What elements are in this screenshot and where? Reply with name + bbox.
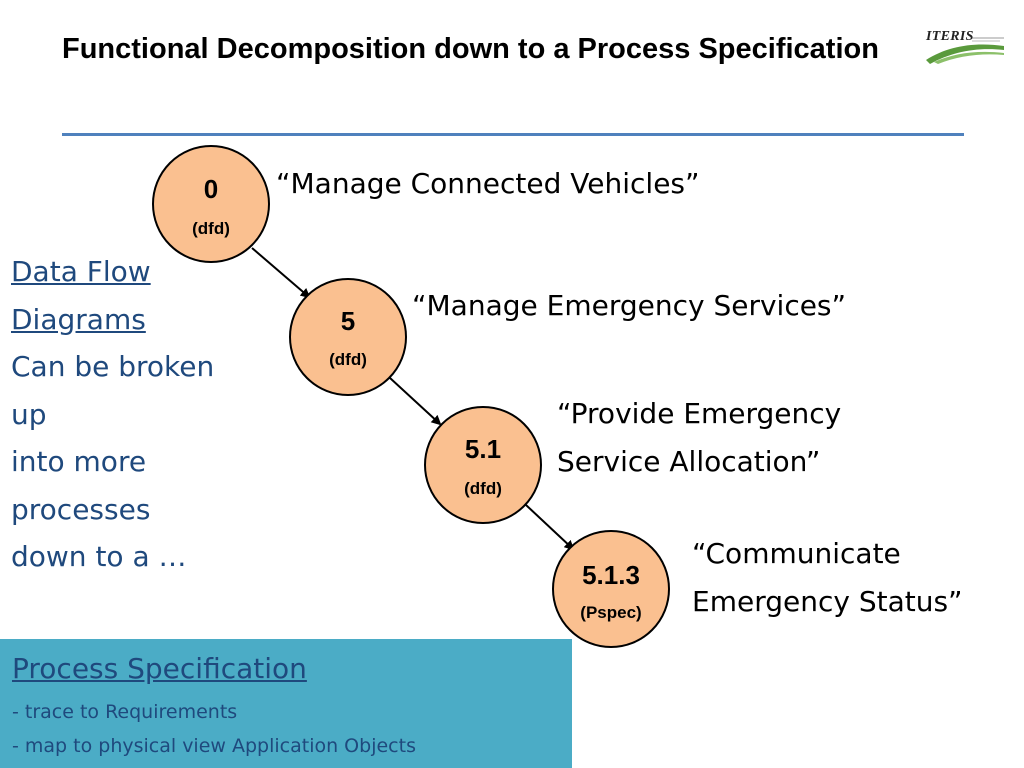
node-id: 5.1 [465,434,501,464]
node-type: (dfd) [192,219,230,238]
link-line: Data Flow [11,255,151,288]
process-spec-box: Process Specification - trace to Require… [0,639,572,768]
process-node-5: 5 (dfd) [289,278,407,396]
process-spec-item: - map to physical view Application Objec… [12,735,416,757]
process-specification-link[interactable]: Process Specification [12,652,307,685]
logo-wordmark: ITERIS [926,29,974,44]
sidebar-line: processes [11,492,151,526]
process-node-0: 0 (dfd) [152,145,270,263]
node-id: 0 [204,174,218,204]
data-flow-diagrams-link[interactable]: Data Flow Diagrams [11,248,261,343]
label-line: “Communicate [692,537,901,570]
sidebar-line: down to a … [11,540,187,573]
process-spec-item: - trace to Requirements [12,701,238,723]
node-5-label: “Manage Emergency Services” [412,289,847,322]
sidebar-line: into more [11,445,147,478]
arrow-0-to-5 [251,247,311,299]
node-5-1-label: “Provide Emergency Service Allocation” [557,390,841,486]
title-divider [62,133,964,136]
node-5-1-3-label: “Communicate Emergency Status” [692,530,963,626]
sidebar-text: Data Flow Diagrams Can be broken up into… [11,248,261,581]
process-node-5-1-3: 5.1.3 (Pspec) [552,530,670,648]
link-line: Diagrams [11,302,146,336]
node-type: (dfd) [329,350,367,369]
label-line: Service Allocation” [557,445,821,478]
node-id: 5 [341,306,355,336]
iteris-logo: ITERIS [924,26,1006,66]
node-type: (dfd) [464,479,502,498]
node-type: (Pspec) [580,603,641,622]
slide-title: Functional Decomposition down to a Proce… [62,33,879,65]
node-0-label: “Manage Connected Vehicles” [276,167,700,200]
road-swoosh-icon [926,37,1004,64]
label-line: “Provide Emergency [557,397,842,430]
arrow-5-1-to-5-1-3 [525,504,575,551]
node-id: 5.1.3 [582,560,640,590]
label-line: Emergency Status” [692,585,963,618]
process-node-5-1: 5.1 (dfd) [424,406,542,524]
sidebar-line: Can be broken [11,350,215,383]
arrow-5-to-5-1 [389,377,442,426]
sidebar-line: up [11,397,47,431]
